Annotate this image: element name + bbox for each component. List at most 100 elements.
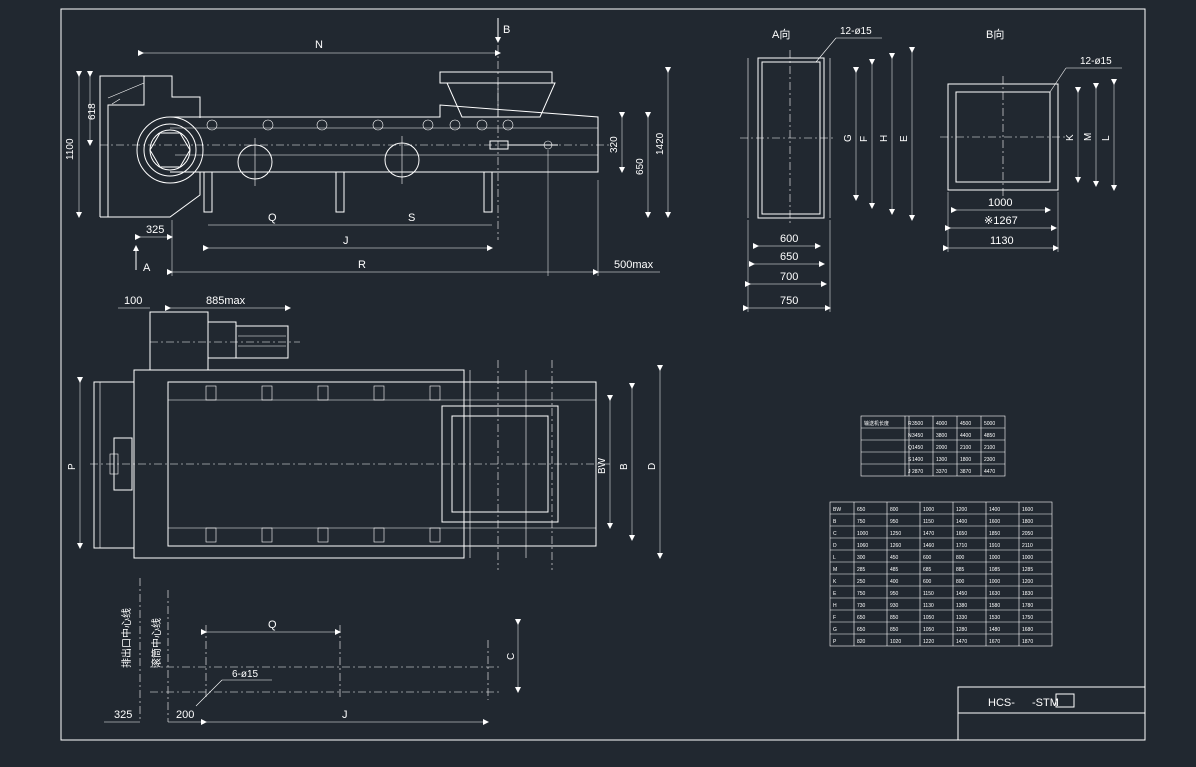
table-cell: F [833,615,836,621]
hole-label-plan: 6-ø15 [232,669,259,680]
table-cell: 650 [857,627,866,633]
plan-label-drum: 滚筒中心线 [150,618,163,668]
b-dim-L: L [1101,135,1112,141]
dim-J: J [343,235,349,247]
table-cell: G [833,627,837,633]
table-cell: 450 [890,555,899,561]
b-dim-K: K [1065,134,1076,141]
table-cell: 4470 [984,469,995,475]
dim-500max: 500max [614,259,654,271]
table-cell: 930 [890,603,899,609]
table-cell: 1800 [1022,519,1033,525]
idler-brackets [205,385,441,543]
dim-1420: 1420 [655,132,666,155]
dim-618: 618 [87,103,98,120]
table-cell: 2100 [960,445,971,451]
table-cell: 1150 [923,519,934,525]
table-cell: 3870 [960,469,971,475]
dim-D: D [647,463,658,470]
table-cell: 1250 [890,531,901,537]
table-cell: 1130 [923,603,934,609]
dim-S: S [408,212,415,224]
table-cell: K [833,579,837,585]
table-cell: 4500 [960,421,971,427]
table-cell: 250 [857,579,866,585]
dim-B: B [619,463,630,470]
table-cell: 2000 [936,445,947,451]
table-cell: 1580 [989,603,1000,609]
dim-BW: BW [597,457,608,474]
table-cell: 1600 [989,519,1000,525]
title-block: HCS- -STM [957,686,1146,741]
dim-650: 650 [635,158,646,175]
table-cell: 1600 [1022,507,1033,513]
table-cell: 1285 [1022,567,1033,573]
table-cell: 400 [890,579,899,585]
table-cell: 1280 [956,627,967,633]
a-dim-F: F [859,136,870,142]
table-cell: 1000 [989,579,1000,585]
table-cell: 800 [956,579,965,585]
table-cell: 1630 [989,591,1000,597]
table-cell: 1380 [956,603,967,609]
table-cell: N [908,433,912,439]
table-cell: 1830 [1022,591,1033,597]
table-cell: 650 [857,615,866,621]
table-cell: R [908,421,912,427]
table-cell: 800 [956,555,965,561]
arrow-label-A: A [143,262,151,274]
head-drum-outer [136,116,204,184]
a-dim-750: 750 [780,295,798,307]
side-view: N 618 1100 320 650 1420 325 Q S J R 500m… [65,18,671,276]
conveyor-frame [170,104,599,173]
table-cell: P [833,639,837,645]
table-cell: 4850 [984,433,995,439]
table-cell: 885 [956,567,965,573]
plan-label-outlet: 排出口中心线 [120,608,133,668]
table-cell: 750 [857,519,866,525]
table-cell: 600 [923,555,932,561]
table-cell: 850 [890,627,899,633]
table-cell: 1060 [857,543,868,549]
a-view-title: A向 [772,27,790,41]
table-cell: M [833,567,837,573]
table-cell: 1330 [956,615,967,621]
b-dim-1130: 1130 [990,235,1014,247]
table-cell: 1780 [1022,603,1033,609]
sheet-border [60,8,1146,741]
table-cell: 1400 [912,457,923,463]
arrow-label-B: B [503,24,510,36]
table-cell: BW [833,507,841,513]
carrying-rollers [206,119,514,131]
b-view-title: B向 [986,27,1004,41]
table-cell: L [833,555,836,561]
table-cell: S [908,457,912,463]
hopper-top [441,405,559,523]
table-cell: 1530 [989,615,1000,621]
table-cell: 3800 [936,433,947,439]
table-cell: 1150 [923,591,934,597]
table-cell: 950 [890,519,899,525]
top-view: 100 885max P BW B D [67,295,663,570]
table-cell: 1020 [890,639,901,645]
table-cell: 1870 [1022,639,1033,645]
table-cell: H [833,603,837,609]
table-cell: E [833,591,837,597]
table-cell: 1000 [857,531,868,537]
feed-hopper [446,82,556,118]
a-dim-H: H [879,135,890,142]
table-cell: 2870 [912,469,923,475]
dim-R: R [358,259,366,271]
table-cell: 3500 [912,421,923,427]
gear-reducer [149,311,209,371]
table-cell: 1300 [936,457,947,463]
support-legs [203,171,493,213]
head-housing [99,75,145,217]
plan-dim-200: 200 [176,709,194,721]
plan-dim-Q: Q [268,619,277,631]
table-cell: 1050 [923,627,934,633]
table-cell: 1650 [956,531,967,537]
table-cell: 730 [857,603,866,609]
b-dim-1267: ※1267 [984,215,1018,227]
